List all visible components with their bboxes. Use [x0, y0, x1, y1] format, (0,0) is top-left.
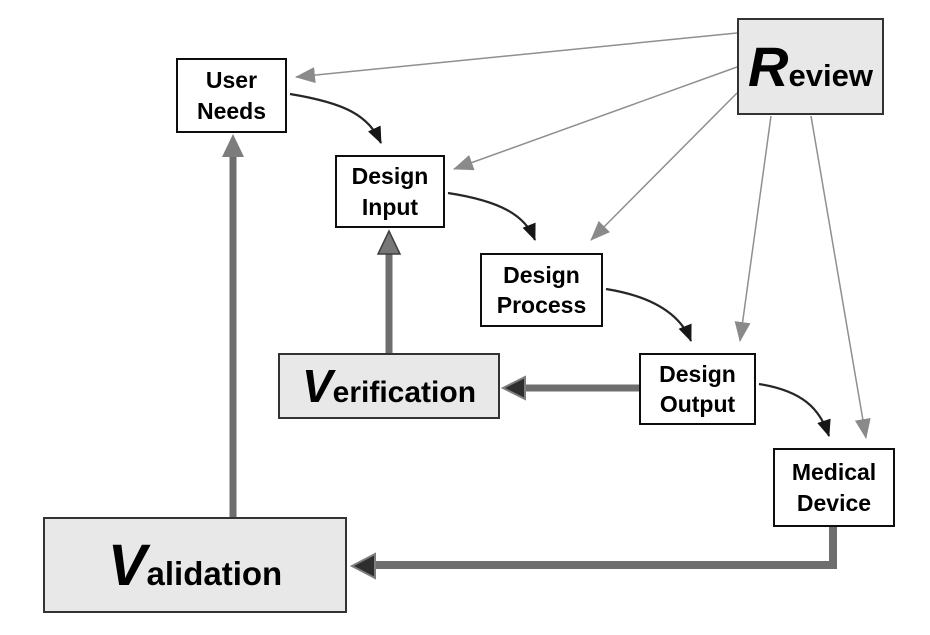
edge-design-input-to-design-process: [447, 191, 537, 241]
edge-review-to-design-output: [734, 115, 772, 342]
edge-medical-device-to-validation: [370, 527, 837, 569]
edge-verification-to-design-input-head: [376, 229, 402, 255]
edge-validation-to-user-needs-head: [222, 134, 244, 157]
edge-medical-device-to-validation-head: [349, 552, 376, 580]
edge-design-output-to-medical-device: [758, 382, 831, 437]
edge-design-process-to-design-output: [605, 287, 693, 342]
edge-user-needs-to-design-input: [289, 92, 382, 144]
edge-review-to-design-process: [590, 92, 738, 241]
edge-design-output-to-verification-head: [500, 375, 526, 401]
edge-review-to-design-input: [453, 66, 738, 171]
edge-review-to-user-needs: [295, 32, 738, 84]
edge-review-to-medical-device: [810, 115, 871, 439]
